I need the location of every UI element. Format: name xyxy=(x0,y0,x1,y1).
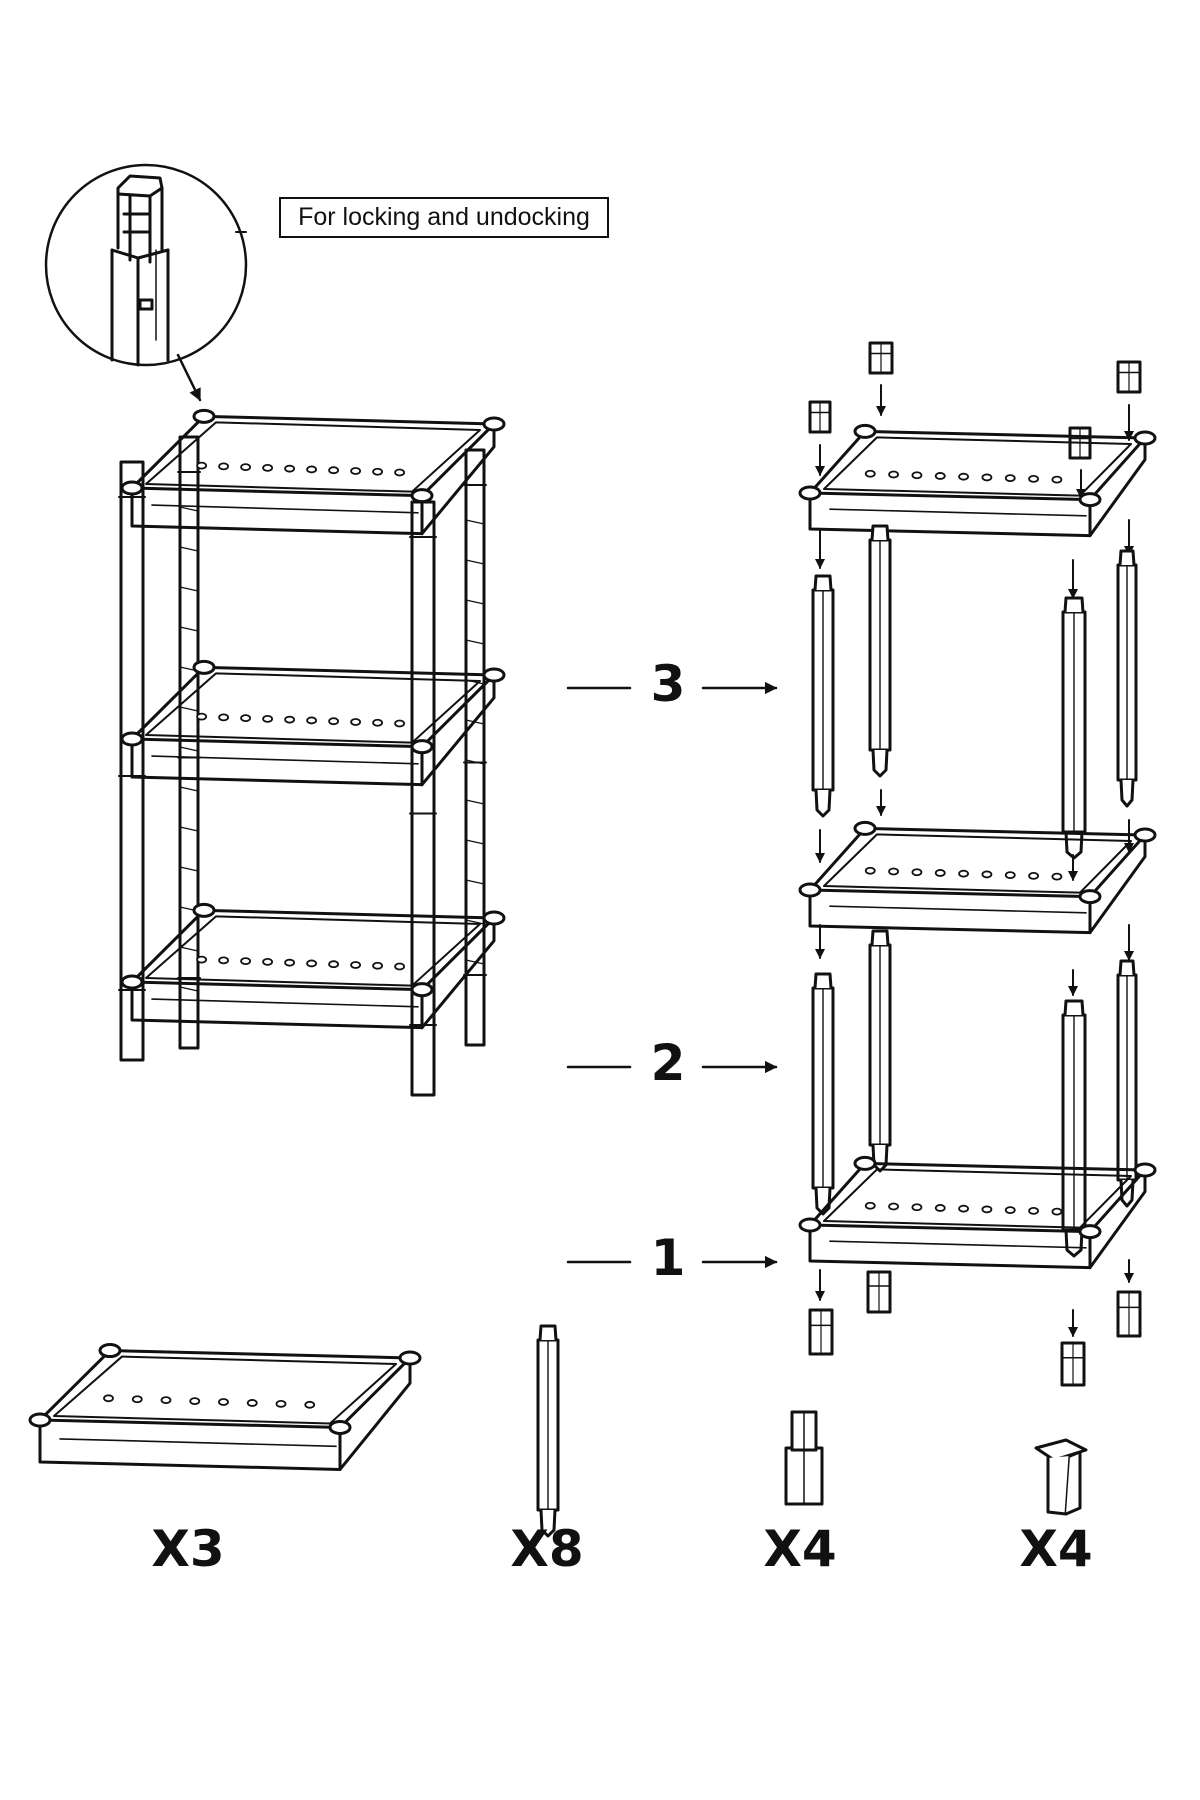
lock-detail-circle xyxy=(44,163,248,367)
top-cap xyxy=(808,400,832,434)
shelf-leg xyxy=(463,448,487,1047)
part-pole xyxy=(536,1324,560,1538)
lower-pole xyxy=(811,972,835,1216)
part-top-cap xyxy=(1034,1438,1088,1516)
lower-pole xyxy=(1061,999,1087,1258)
top-cap-quantity: X4 xyxy=(1019,1520,1093,1578)
exploded-view xyxy=(798,341,1157,1387)
foot-cap xyxy=(1060,1341,1086,1387)
exploded-bottom-tray xyxy=(798,1155,1157,1270)
foot-cap xyxy=(866,1270,892,1314)
callout-text: For locking and undocking xyxy=(279,197,609,238)
upper-pole xyxy=(1061,596,1087,860)
shelf-leg xyxy=(177,435,201,1050)
step-number-1: 1 xyxy=(650,1229,686,1287)
exploded-middle-tray xyxy=(798,820,1157,935)
lower-pole xyxy=(1116,959,1138,1208)
assembled-middle-tray xyxy=(120,659,506,787)
step-number-3: 3 xyxy=(650,655,686,713)
assembled-shelf xyxy=(118,408,506,1097)
parts-list xyxy=(28,1324,1088,1538)
part-foot-cap xyxy=(784,1410,824,1506)
pole-quantity: X8 xyxy=(510,1520,584,1578)
step-number-2: 2 xyxy=(650,1034,686,1092)
lower-pole xyxy=(868,929,892,1173)
foot-cap xyxy=(1116,1290,1142,1338)
step-arrows xyxy=(566,681,778,1269)
upper-pole xyxy=(811,574,835,818)
assembled-bottom-tray xyxy=(120,902,506,1030)
tray-quantity: X3 xyxy=(151,1520,225,1578)
foot-cap-quantity: X4 xyxy=(763,1520,837,1578)
top-cap xyxy=(1116,360,1142,394)
upper-pole xyxy=(1116,549,1138,808)
detail-arrow xyxy=(176,353,202,402)
part-tray xyxy=(28,1343,422,1471)
assembled-top-tray xyxy=(120,408,506,536)
foot-cap xyxy=(808,1308,834,1356)
top-cap xyxy=(868,341,894,375)
upper-pole xyxy=(868,524,892,778)
exploded-top-tray xyxy=(798,423,1157,538)
